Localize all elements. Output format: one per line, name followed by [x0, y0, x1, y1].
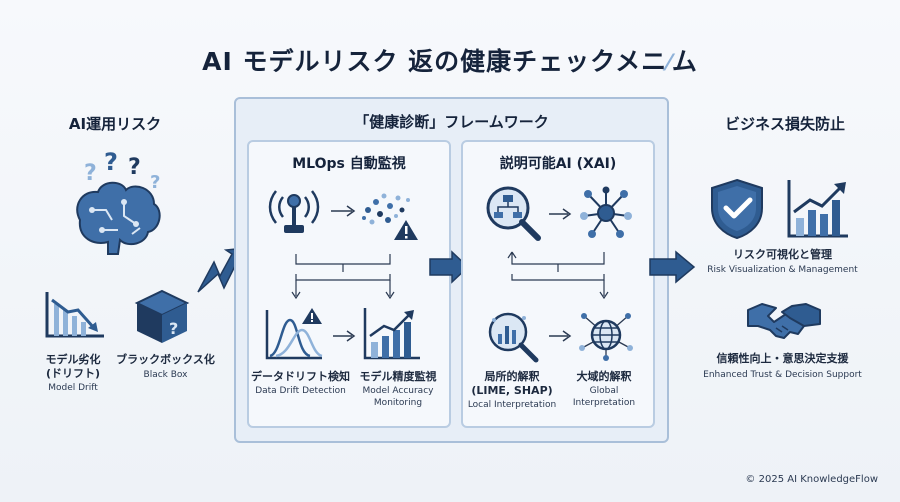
xai-item-local-en: Local Interpretation	[467, 400, 557, 410]
brain-question-icon: ? ? ? ?	[76, 148, 161, 255]
mlops-heading: MLOps 自動監視	[292, 156, 406, 172]
mlops-item-accuracy-jp: モデル精度監視	[359, 370, 437, 383]
svg-text:?: ?	[128, 155, 141, 180]
page-title: AI モデルリスク 返の健康チェックメニ⁄ム	[0, 42, 900, 78]
left-item-drift-en: Model Drift	[48, 383, 98, 393]
left-item-drift-jp2: (ドリフト)	[45, 367, 101, 380]
framework-heading: 「健康診断」フレームワーク	[354, 113, 549, 131]
right-item-trust-jp: 信頼性向上・意思決定支援	[716, 352, 849, 365]
mlops-item-drift-en: Data Drift Detection	[255, 386, 346, 396]
distribution-drift-icon	[265, 308, 323, 360]
data-scatter-warning-icon	[362, 193, 418, 240]
handshake-icon	[747, 303, 821, 339]
svg-text:?: ?	[150, 172, 160, 193]
big-arrow-right-icon	[429, 250, 470, 284]
mlops-panel	[247, 140, 451, 428]
xai-item-local-jp: 局所的解釈	[484, 370, 540, 383]
left-item-blackbox-jp: ブラックボックス化	[116, 353, 215, 366]
global-interpretation-icon	[579, 313, 633, 361]
arrow-right-icon	[331, 205, 356, 217]
mlops-connector	[291, 254, 395, 300]
left-item-drift-jp: モデル劣化	[45, 353, 101, 366]
network-hub-icon	[580, 186, 632, 238]
mlops-item-accuracy-en: Model Accuracy	[362, 386, 434, 396]
accuracy-chart-icon	[363, 308, 420, 360]
right-item-risk-jp: リスク可視化と管理	[733, 248, 832, 261]
xai-item-global-en2: Interpretation	[572, 398, 636, 408]
xai-panel	[461, 140, 655, 428]
sensor-antenna-icon	[268, 190, 320, 233]
xai-item-global-jp: 大域的解釈	[576, 370, 632, 383]
right-item-trust-en: Enhanced Trust & Decision Support	[703, 370, 862, 380]
xai-connector	[507, 251, 609, 300]
right-heading: ビジネス損失防止	[724, 115, 845, 133]
arrow-right-icon	[549, 330, 572, 342]
local-interpretation-icon	[488, 312, 539, 363]
copyright-text: © 2025 AI KnowledgeFlow	[745, 474, 878, 485]
title-tail: ム	[671, 47, 698, 76]
svg-text:?: ?	[84, 161, 97, 186]
svg-text:?: ?	[169, 319, 178, 338]
svg-text:?: ?	[104, 148, 118, 176]
model-drift-chart-icon	[45, 292, 104, 338]
magnifier-tree-icon	[486, 186, 541, 241]
mlops-item-accuracy-en2: Monitoring	[373, 398, 423, 408]
title-text: AI モデルリスク 返の健康チェックメニ	[202, 47, 668, 76]
arrow-right-icon	[333, 330, 356, 342]
title-decoration-icon: ⁄	[667, 51, 672, 76]
right-item-risk-en: Risk Visualization & Management	[707, 265, 858, 275]
left-item-blackbox-en: Black Box	[143, 370, 188, 380]
xai-item-global-en: Global	[589, 386, 619, 396]
xai-heading: 説明可能AI (XAI)	[499, 156, 617, 172]
big-arrow-right-icon	[649, 250, 696, 284]
growth-chart-icon	[787, 180, 848, 238]
black-box-cube-icon: ?	[134, 289, 190, 343]
shield-check-icon	[711, 178, 763, 240]
mlops-item-drift-jp: データドリフト検知	[251, 370, 350, 383]
xai-item-local-jp2: (LIME, SHAP)	[471, 384, 553, 397]
arrow-right-icon	[549, 208, 572, 220]
left-heading: AI運用リスク	[68, 115, 162, 133]
